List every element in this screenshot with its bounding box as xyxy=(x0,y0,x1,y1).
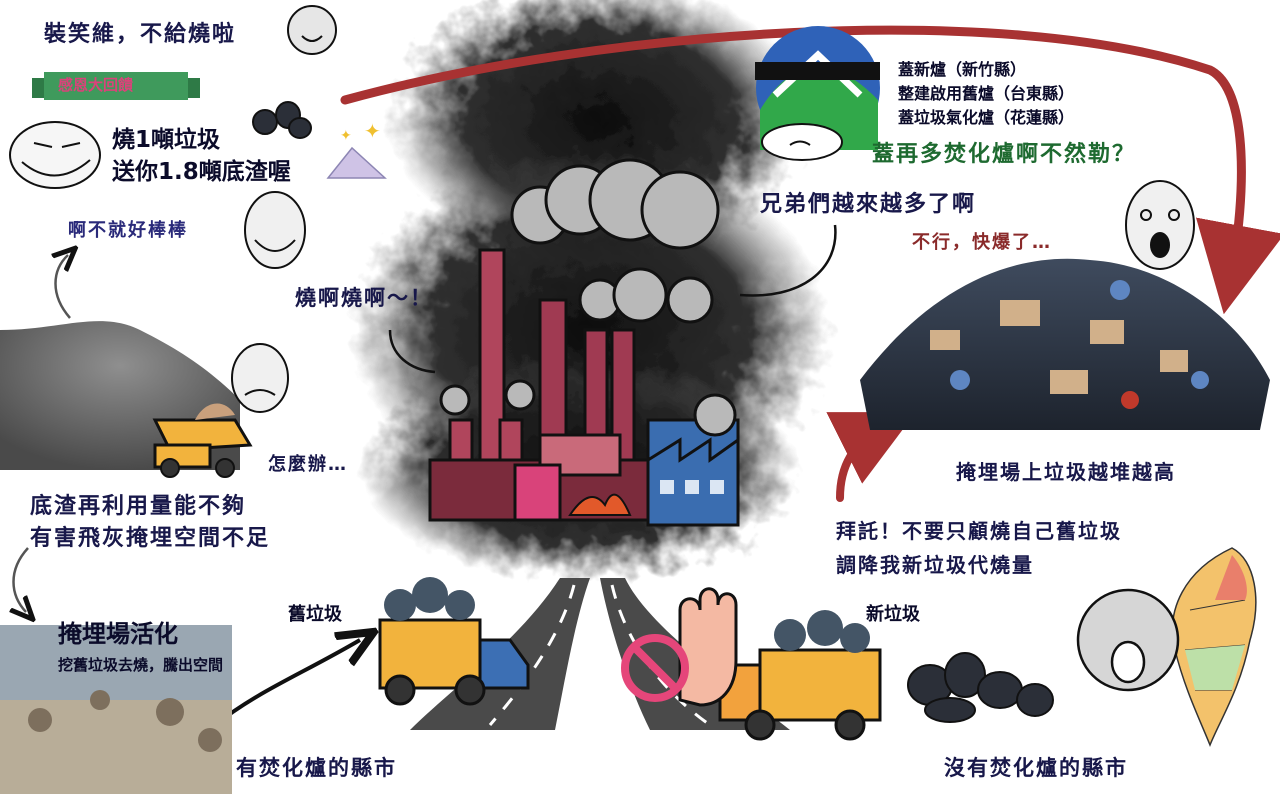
black-arrow-old xyxy=(213,640,360,727)
svg-text:✦: ✦ xyxy=(340,128,352,144)
garbage-bags xyxy=(907,652,1054,723)
problem-line-2: 有害飛灰掩埋空間不足 xyxy=(30,526,271,551)
ribbon-label: 感恩大回饋 xyxy=(58,76,134,94)
taiwan-map xyxy=(1171,547,1257,748)
activation-title: 掩埋場活化 xyxy=(58,620,178,648)
factory xyxy=(428,158,740,527)
scared-man xyxy=(1125,180,1195,270)
plea-line-1: 拜託！不要只顧燒自己舊垃圾 xyxy=(836,519,1122,543)
burn-shout: 燒啊燒啊～！ xyxy=(295,286,433,310)
landfill-photo xyxy=(0,625,232,794)
plan-2: 整建啟用舊爐（台東縣） xyxy=(898,84,1075,103)
crying-face-small xyxy=(287,5,337,55)
cheer-text: 啊不就好棒棒 xyxy=(68,220,188,241)
ribbon xyxy=(32,72,200,100)
worry-text: 怎麼辦… xyxy=(268,454,348,475)
activation-desc: 挖舊垃圾去燒，騰出空間 xyxy=(58,656,224,674)
old-garbage-label: 舊垃圾 xyxy=(288,604,342,625)
pretend-text: 裝笑維，不給燒啦 xyxy=(44,22,237,47)
garbage-bags-small xyxy=(252,101,312,139)
crying-face-large xyxy=(1076,588,1180,692)
offer-line-1: 燒1噸垃圾 xyxy=(112,127,221,153)
troll-face xyxy=(9,121,101,189)
plea-line-2: 調降我新垃圾代燒量 xyxy=(836,553,1034,577)
red-arrow-top xyxy=(340,25,1280,315)
ash-heap-icon xyxy=(326,146,387,179)
red-arrow-right xyxy=(826,412,916,502)
new-garbage-label: 新垃圾 xyxy=(866,604,920,625)
laughing-man xyxy=(244,191,306,269)
stop-hand xyxy=(621,587,738,707)
with-incinerator-label: 有焚化爐的縣市 xyxy=(236,756,397,780)
question-text: 蓋再多焚化爐啊不然勒？ xyxy=(872,142,1137,167)
problem-line-1: 底渣再利用量能不夠 xyxy=(30,494,247,519)
truck-new-garbage xyxy=(718,610,882,741)
brothers-text: 兄弟們越來越多了啊 xyxy=(760,192,977,217)
yellow-dump-truck xyxy=(152,403,253,478)
svg-text:✦: ✦ xyxy=(364,119,381,143)
offer-line-2: 送你1.8噸底渣喔 xyxy=(112,159,291,185)
without-incinerator-label: 沒有焚化爐的縣市 xyxy=(944,756,1128,780)
plan-1: 蓋新爐（新竹縣） xyxy=(898,60,1027,79)
about-to-burst-text: 不行，快爆了… xyxy=(912,232,1052,253)
logo-frown-face xyxy=(761,123,843,161)
truck-old-garbage xyxy=(378,577,530,706)
landfill-caption: 掩埋場上垃圾越堆越高 xyxy=(956,460,1176,484)
worried-man xyxy=(231,343,289,413)
trash-mountain xyxy=(860,258,1270,430)
plan-3: 蓋垃圾氣化爐（花蓮縣） xyxy=(898,108,1075,127)
